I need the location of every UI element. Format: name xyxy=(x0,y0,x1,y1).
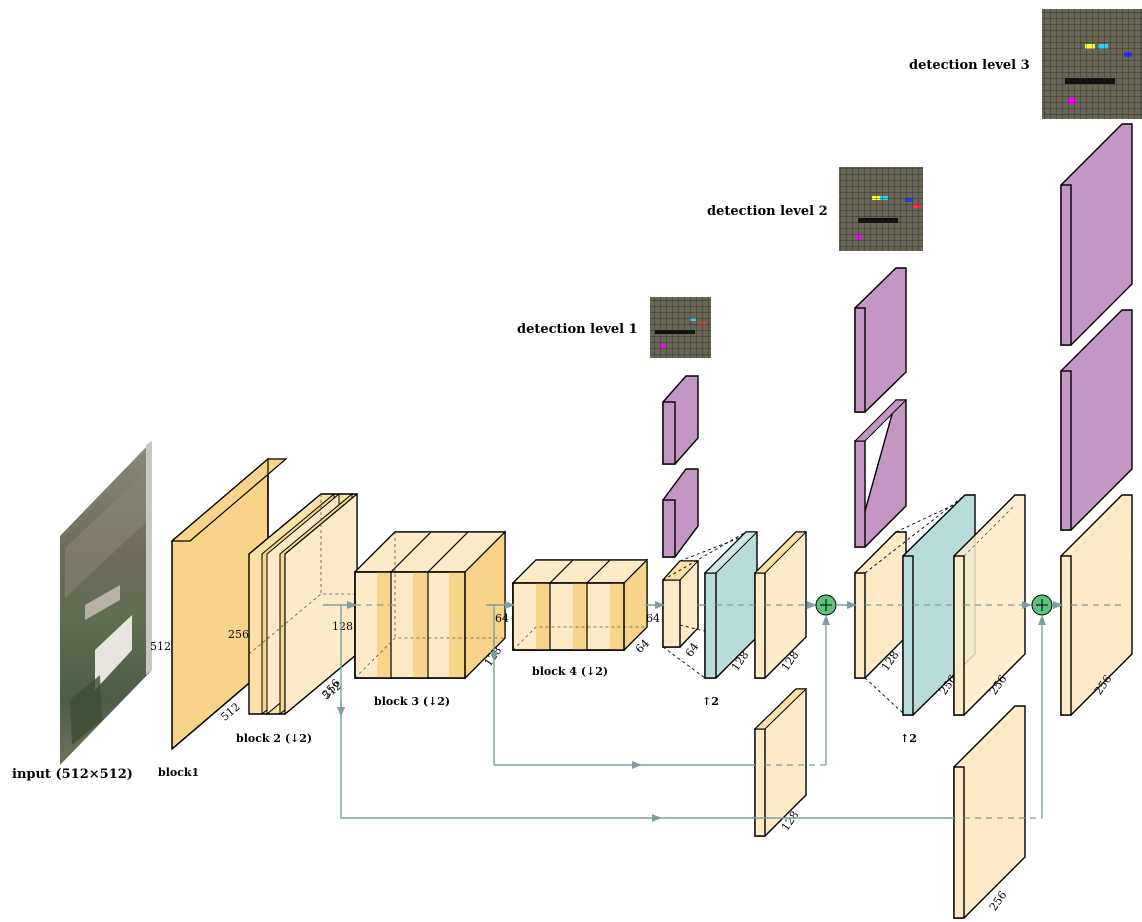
upsample2-label: ↑2 xyxy=(900,732,917,745)
block4-dim-out: 64 xyxy=(633,637,652,656)
det1-skip-cube xyxy=(753,688,808,837)
det2-head-upper xyxy=(854,267,907,413)
upsample1-label: ↑2 xyxy=(702,695,719,708)
det1-head-lower xyxy=(662,468,699,558)
det1-label: detection level 1 xyxy=(517,322,638,337)
sum-node-1 xyxy=(815,594,837,616)
det3-head-upper xyxy=(1060,123,1133,346)
block3-cube xyxy=(353,530,507,680)
det2-skip-cube xyxy=(953,705,1026,919)
det2-label: detection level 2 xyxy=(707,204,828,219)
det2-output-image xyxy=(839,167,923,251)
block3-dim-height: 128 xyxy=(332,620,353,633)
det1-output-image xyxy=(650,297,711,358)
det3-head-lower xyxy=(1060,309,1133,531)
block1-dim-height: 512 xyxy=(150,640,171,653)
block2-cube xyxy=(248,492,358,716)
block4-cube xyxy=(511,558,649,652)
block2-label: block 2 (↓2) xyxy=(236,732,312,745)
sum-node-2 xyxy=(1031,594,1053,616)
det3-label: detection level 3 xyxy=(909,58,1030,73)
input-label: input (512×512) xyxy=(12,767,133,782)
det2-head-lower xyxy=(853,399,908,548)
block2-dim-height: 256 xyxy=(228,628,249,641)
det1-upsample-cube xyxy=(703,531,759,679)
block3-label: block 3 (↓2) xyxy=(374,695,450,708)
skip-connectors xyxy=(337,605,1046,822)
block4-label: block 4 (↓2) xyxy=(532,665,608,678)
det1-dim-depth: 64 xyxy=(683,640,702,659)
det1-dim-height: 64 xyxy=(646,612,660,625)
det1-input-cube xyxy=(661,560,700,648)
input-image xyxy=(60,441,152,765)
det1-head-upper xyxy=(662,375,699,465)
block1-label: block1 xyxy=(158,766,199,779)
det3-output-image xyxy=(1042,9,1142,119)
block4-dim-height: 64 xyxy=(495,612,509,625)
